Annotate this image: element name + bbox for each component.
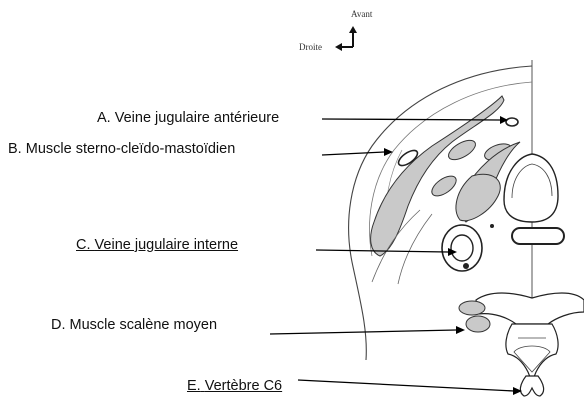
- common-carotid-artery: [451, 235, 473, 261]
- label-e-letter: E.: [187, 378, 201, 394]
- strap-muscle-4: [429, 172, 460, 200]
- label-a: A. Veine jugulaire antérieure: [97, 111, 279, 126]
- label-b-text: Muscle sterno-cleïdo-mastoïdien: [26, 141, 236, 157]
- anterior-jugular-vein: [506, 118, 518, 126]
- label-c-letter: C.: [76, 237, 91, 253]
- vertebra-c6-spinous-process: [520, 376, 543, 396]
- label-d-text: Muscle scalène moyen: [70, 317, 218, 333]
- leader-lines: [270, 116, 522, 395]
- thyroid-lateral-lobe: [512, 228, 564, 244]
- vertebra-c6-transverse-process: [476, 293, 584, 324]
- label-e: E. Vertèbre C6: [187, 379, 282, 394]
- strap-muscle-5: [456, 174, 500, 221]
- middle-scalene-muscle: [459, 301, 485, 315]
- label-a-text: Veine jugulaire antérieure: [115, 110, 279, 126]
- leader-line-d: [270, 330, 456, 334]
- leader-line-e: [298, 380, 514, 391]
- vagus-nerve: [463, 263, 469, 269]
- leader-line-b: [322, 152, 384, 155]
- label-a-letter: A.: [97, 110, 111, 126]
- label-d-letter: D.: [51, 317, 66, 333]
- label-c: C. Veine jugulaire interne: [76, 238, 238, 253]
- label-b-letter: B.: [8, 141, 22, 157]
- anterior-scalene-muscle: [466, 316, 490, 332]
- label-c-text: Veine jugulaire interne: [95, 237, 239, 253]
- orientation-arrows-icon: [335, 26, 357, 51]
- leader-arrow-b: [384, 148, 393, 156]
- label-e-text: Vertèbre C6: [205, 378, 282, 394]
- label-d: D. Muscle scalène moyen: [51, 318, 217, 333]
- leader-arrow-d: [456, 326, 465, 334]
- label-b: B. Muscle sterno-cleïdo-mastoïdien: [8, 142, 235, 157]
